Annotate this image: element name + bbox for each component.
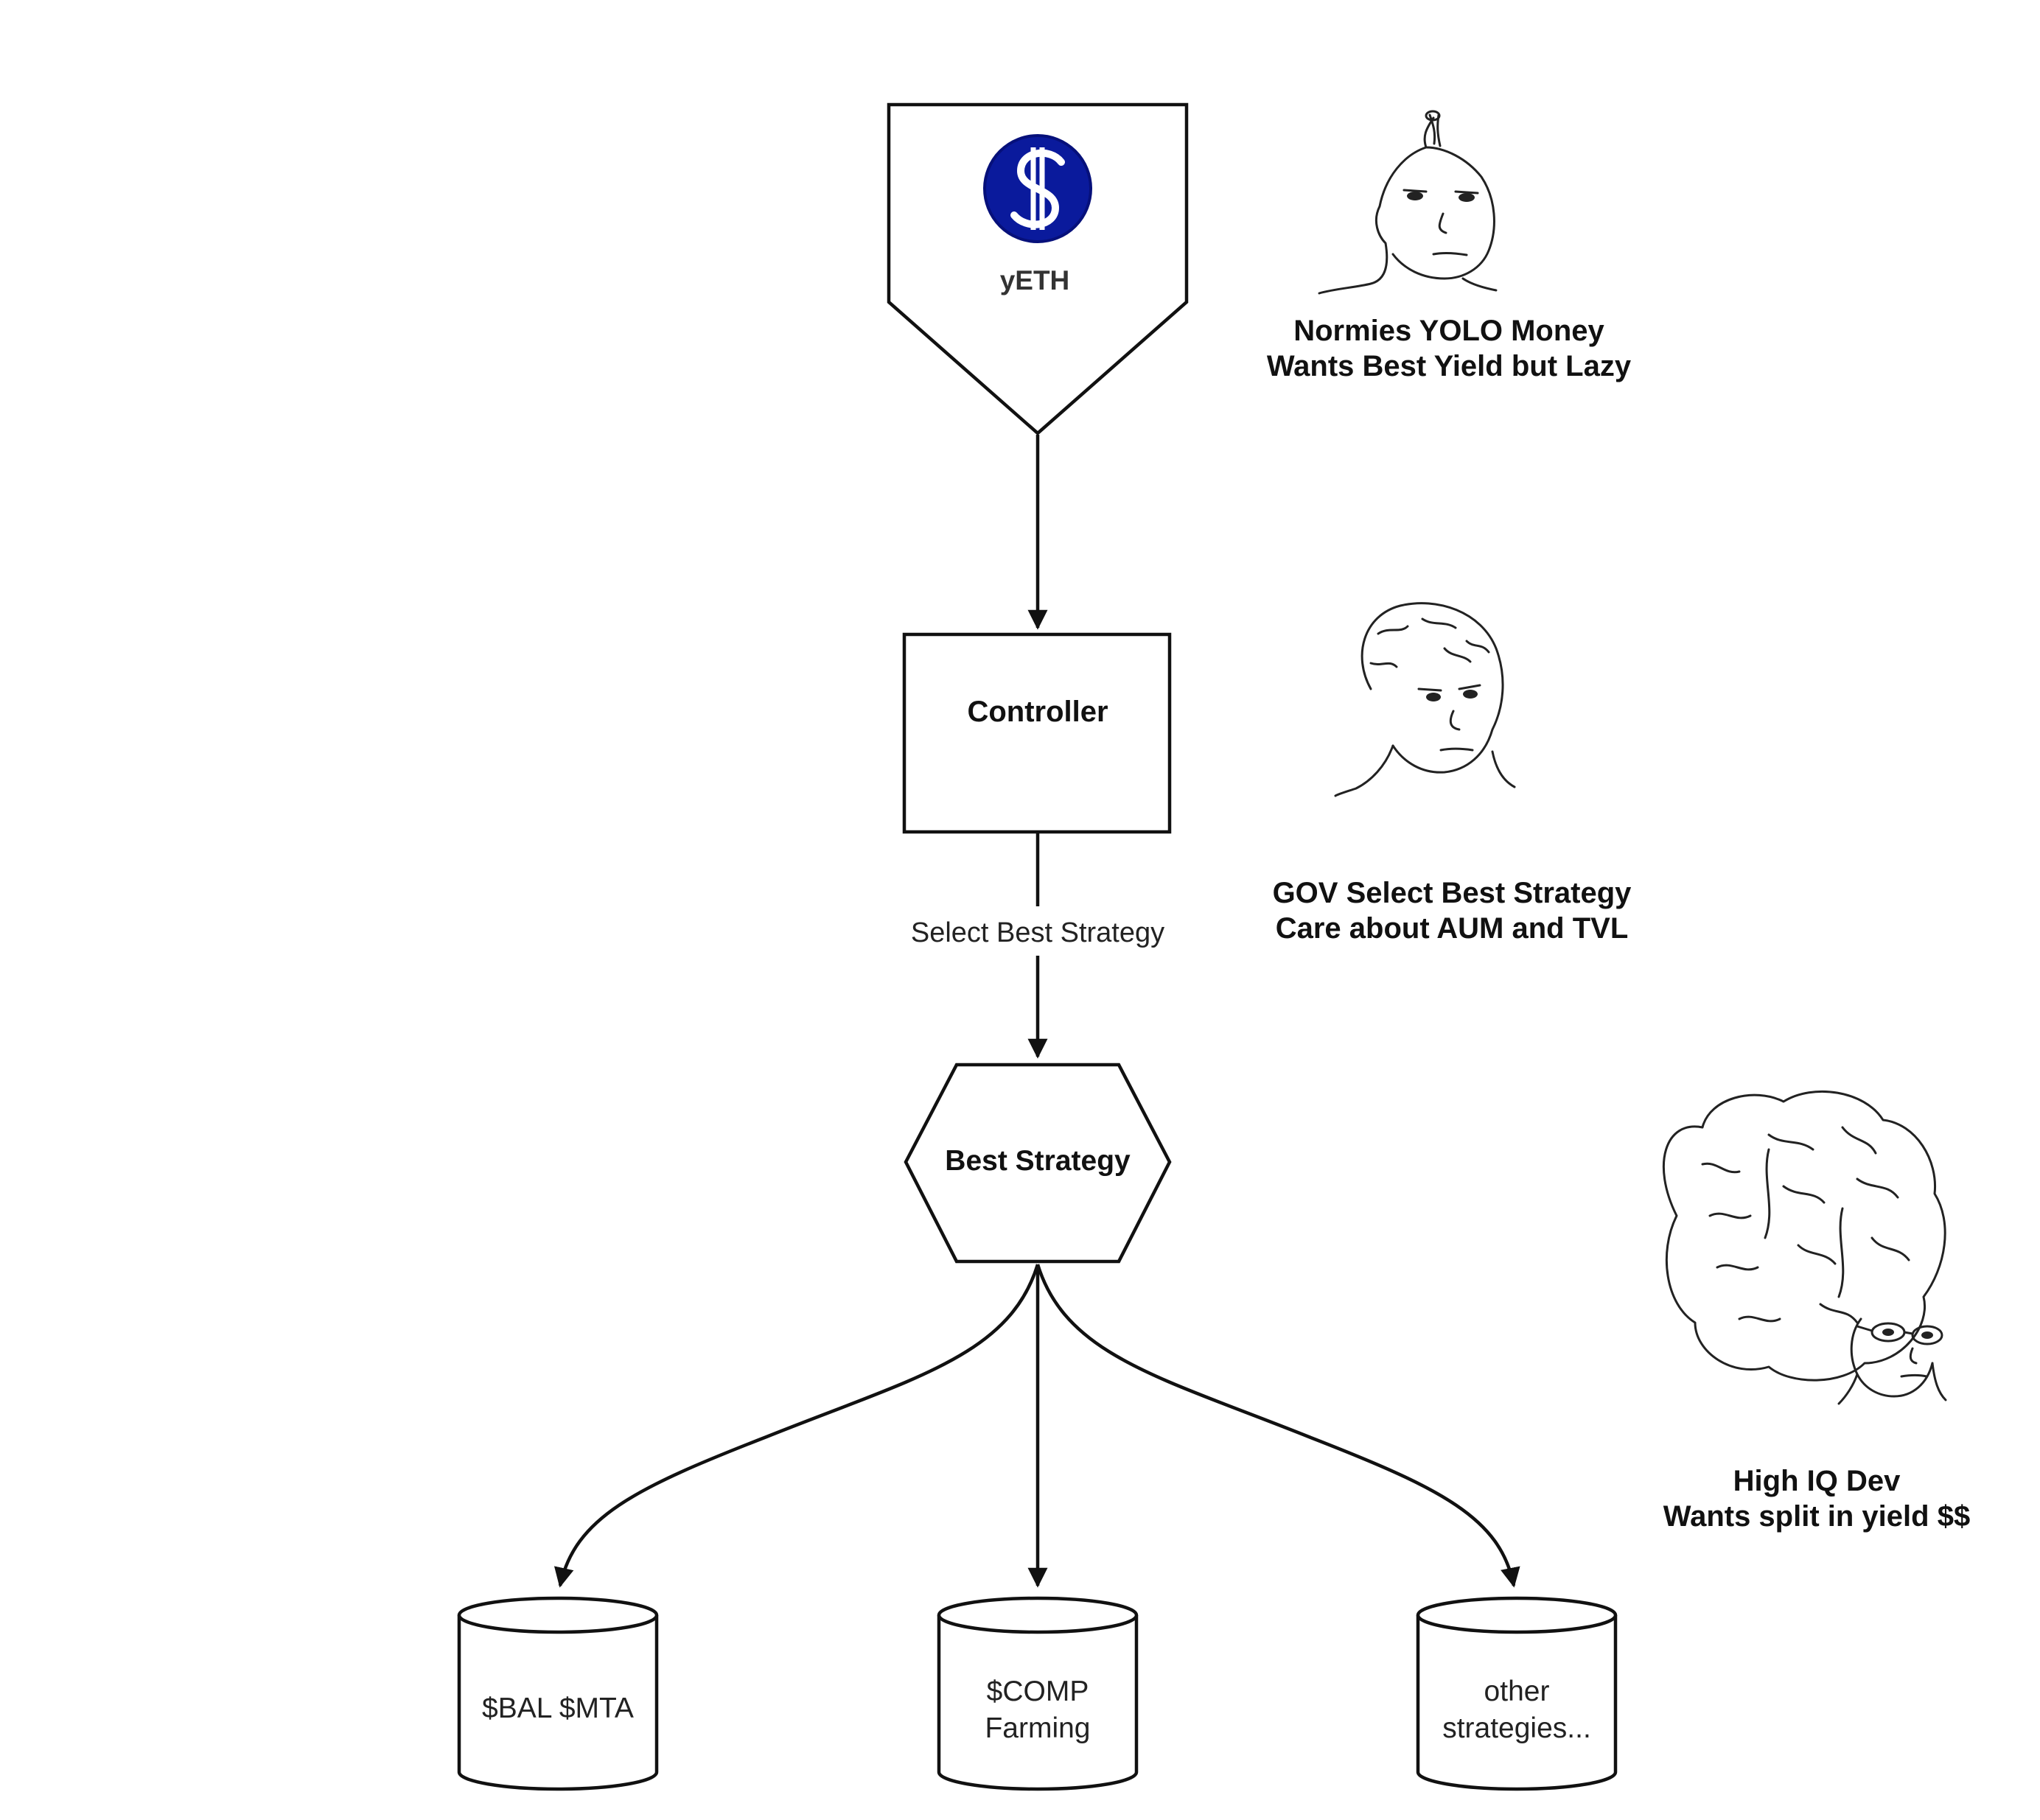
gov-caption-line2: Care about AUM and TVL <box>1276 912 1629 945</box>
edge-label-select-best-strategy: Select Best Strategy <box>911 917 1164 948</box>
dev-caption-line2: Wants split in yield $$ <box>1663 1500 1970 1533</box>
controller-node[interactable]: Controller <box>902 632 1172 834</box>
strategy-cylinder-comp-farming[interactable]: $COMP Farming <box>937 1596 1139 1791</box>
gov-caption: GOV Select Best Strategy <box>1273 877 1632 909</box>
normie-caption-line2: Wants Best Yield but Lazy <box>1267 350 1632 382</box>
strategy-label: other <box>1484 1676 1550 1707</box>
best-strategy-node[interactable]: Best Strategy <box>904 1063 1172 1264</box>
yearn-logo-icon <box>983 134 1092 243</box>
wojak-big-brain-icon <box>1662 1090 1947 1405</box>
dev-annotation: High IQ Dev Wants split in yield $$ <box>1662 1090 1970 1533</box>
edge-to-bal-mta <box>553 1264 1040 1588</box>
best-strategy-label: Best Strategy <box>945 1145 1131 1177</box>
yeth-label: yETH <box>1000 265 1070 295</box>
wojak-small-brain-icon <box>1318 110 1498 295</box>
strategy-label-line2: strategies... <box>1442 1712 1591 1744</box>
gov-annotation: GOV Select Best Strategy Care about AUM … <box>1273 602 1632 945</box>
strategy-cylinder-other[interactable]: other strategies... <box>1416 1596 1618 1791</box>
strategy-label-line2: Farming <box>985 1712 1090 1744</box>
normie-caption: Normies YOLO Money <box>1293 315 1604 347</box>
strategy-label: $COMP <box>987 1676 1089 1707</box>
wojak-normal-brain-icon <box>1334 602 1516 797</box>
strategy-label: $BAL $MTA <box>482 1693 634 1724</box>
strategy-cylinder-bal-mta[interactable]: $BAL $MTA <box>457 1596 659 1791</box>
dev-caption: High IQ Dev <box>1733 1465 1901 1497</box>
controller-label: Controller <box>967 696 1108 728</box>
yeth-node[interactable]: yETH <box>887 102 1189 435</box>
edge-to-other-strategies <box>1035 1264 1520 1588</box>
normie-annotation: Normies YOLO Money Wants Best Yield but … <box>1267 110 1632 382</box>
